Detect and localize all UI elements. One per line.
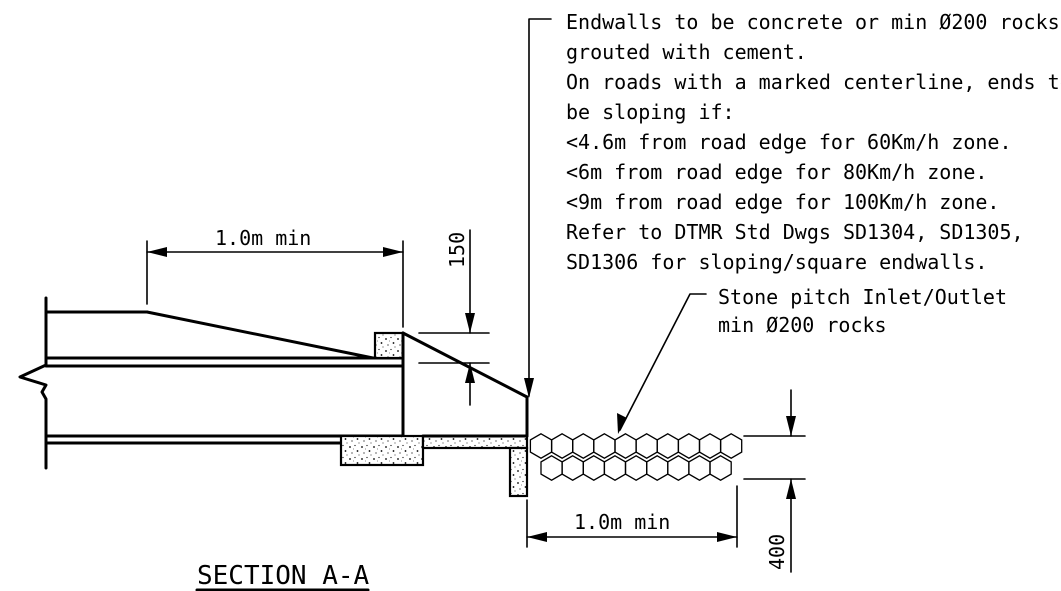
rock-hexagon (667, 455, 690, 481)
stone-pitch-note: Stone pitch Inlet/Outlet min Ø200 rocks (718, 285, 1007, 337)
stone-pitch-note-line: min Ø200 rocks (718, 313, 887, 337)
rock-hexagon (529, 433, 553, 459)
height-150-dimension (418, 229, 490, 406)
endwall-note-line: SD1306 for sloping/square endwalls. (566, 250, 987, 274)
bottom-length-label: 1.0m min (574, 510, 670, 534)
footing-left (339, 434, 425, 467)
endwall-note-line: <9m from road edge for 100Km/h zone. (566, 190, 999, 214)
sloping-endwall (401, 331, 529, 438)
endwall-note-line: On roads with a marked centerline, ends … (566, 70, 1061, 94)
rock-hexagon (688, 455, 711, 481)
pipe-break-line (18, 296, 48, 470)
rock-hexagon (540, 455, 563, 481)
endwall-note-line: <6m from road edge for 80Km/h zone. (566, 160, 987, 184)
rock-hexagon (593, 433, 616, 459)
rock-hexagon (550, 433, 574, 459)
endwall-note-line: Refer to DTMR Std Dwgs SD1304, SD1305, (566, 220, 1024, 244)
rock-hexagon (582, 455, 606, 481)
rock-hexagon (572, 433, 595, 459)
endwall-note-leader (524, 18, 552, 398)
rock-hexagon (603, 455, 627, 481)
rock-hexagon (698, 433, 722, 459)
stone-pitch-note-line: Stone pitch Inlet/Outlet (718, 285, 1007, 309)
top-length-label: 1.0m min (215, 226, 311, 250)
rock-hexagon (635, 433, 658, 459)
top-length-dimension (146, 240, 404, 328)
stone-pitch-leader (617, 293, 707, 434)
endwall-note-line: <4.6m from road edge for 60Km/h zone. (566, 130, 1012, 154)
section-title: SECTION A-A (197, 561, 370, 591)
rock-hexagon (614, 433, 637, 459)
endwall-note: Endwalls to be concrete or min Ø200 rock… (566, 10, 1061, 274)
height-150-label: 150 (445, 232, 469, 268)
cutoff-wall (508, 446, 529, 498)
pipe-barrel (44, 310, 405, 445)
headwall-collar (373, 331, 405, 360)
bottom-length-dimension (526, 485, 738, 548)
depth-400-dimension (743, 389, 806, 573)
depth-400-label: 400 (765, 534, 789, 570)
rock-hexagon (561, 455, 584, 481)
rock-hexagon (677, 433, 701, 459)
rock-hexagon (624, 455, 648, 481)
rock-hexagon (719, 433, 743, 459)
endwall-note-line: be sloping if: (566, 100, 735, 124)
stone-pitch-rocks (529, 433, 743, 481)
rock-hexagon (646, 455, 669, 481)
apron-slab (421, 434, 529, 450)
rock-hexagon (656, 433, 680, 459)
endwall-note-line: grouted with cement. (566, 40, 807, 64)
endwall-note-line: Endwalls to be concrete or min Ø200 rock… (566, 10, 1060, 34)
rock-hexagon (709, 455, 732, 481)
